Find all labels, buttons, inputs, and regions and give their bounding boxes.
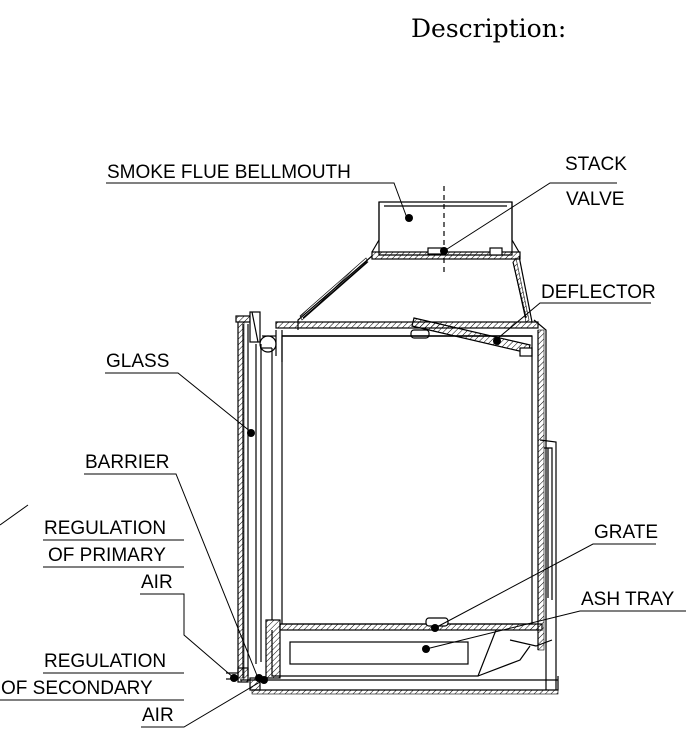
right-wall — [533, 319, 557, 690]
label-barrier: BARRIER — [85, 452, 169, 473]
leader-lines — [0, 182, 686, 728]
label-smoke-flue-bellmouth: SMOKE FLUE BELLMOUTH — [107, 162, 351, 183]
label-primary-line3: AIR — [141, 572, 173, 593]
label-secondary-line1: REGULATION — [44, 651, 166, 672]
dot-grate — [431, 624, 439, 632]
label-grate: GRATE — [594, 522, 658, 543]
top-plate — [275, 321, 539, 329]
dot-glass — [247, 429, 255, 437]
firebox — [281, 335, 533, 625]
leader-dots — [230, 214, 501, 684]
label-primary-line1: REGULATION — [44, 518, 166, 539]
label-secondary-line2: OF SECONDARY — [1, 678, 153, 699]
base — [240, 619, 559, 695]
dot-smoke-flue — [405, 214, 413, 222]
label-stack-line2: VALVE — [566, 189, 624, 210]
label-primary-line2: OF PRIMARY — [48, 545, 166, 566]
dot-secondary-air — [260, 676, 268, 684]
dot-deflector — [493, 337, 501, 345]
ash-tray-box — [271, 629, 553, 677]
dot-ash-tray — [422, 645, 430, 653]
label-glass: GLASS — [106, 351, 169, 372]
label-secondary-line3: AIR — [142, 705, 174, 726]
grate-plate — [279, 617, 543, 631]
smoke-flue-bellmouth — [371, 201, 521, 260]
label-deflector: DEFLECTOR — [541, 282, 656, 303]
stove-drawing — [226, 186, 559, 695]
label-ash-tray: ASH TRAY — [581, 589, 675, 610]
label-stack-line1: STACK — [565, 154, 627, 175]
labels: SMOKE FLUE BELLMOUTH STACK VALVE DEFLECT… — [1, 154, 675, 726]
dot-stack-valve — [440, 247, 448, 255]
front-frame — [235, 311, 283, 680]
description-heading: Description: — [411, 14, 567, 43]
dot-primary-air — [230, 674, 238, 682]
